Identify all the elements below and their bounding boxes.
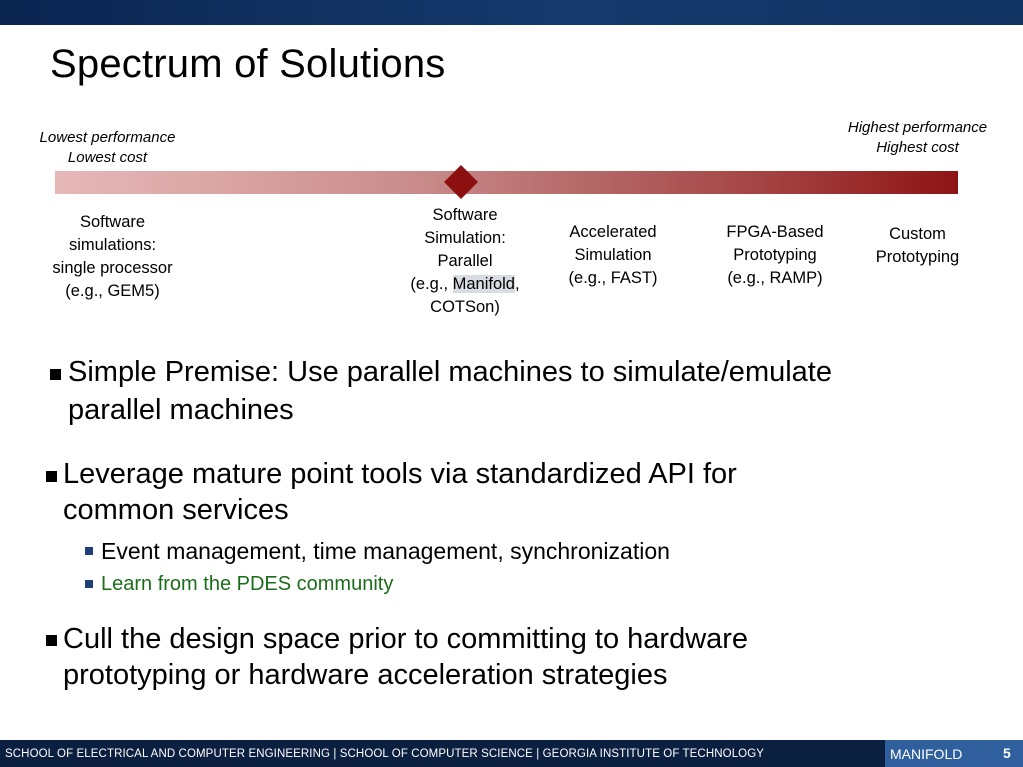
spectrum-item-line: single processor bbox=[52, 259, 173, 277]
spectrum-item-line: Software bbox=[432, 206, 498, 224]
spectrum-item-line: Accelerated bbox=[569, 223, 657, 241]
bullet-line: prototyping or hardware acceleration str… bbox=[63, 659, 668, 691]
slide-title: Spectrum of Solutions bbox=[50, 42, 446, 86]
spectrum-item-line: simulations: bbox=[68, 236, 157, 254]
spectrum-item-custom: Custom Prototyping bbox=[855, 223, 980, 269]
sub-bullet-event-management: Event management, time management, synch… bbox=[101, 538, 670, 564]
page-number: 5 bbox=[1003, 745, 1011, 761]
header-bar bbox=[0, 0, 1023, 25]
spectrum-item-software-single: Software simulations: single processor (… bbox=[30, 211, 195, 303]
bullet-line: parallel machines bbox=[68, 394, 294, 426]
spectrum-item-line: Custom bbox=[889, 225, 946, 243]
spectrum-item-line: Software bbox=[79, 213, 146, 231]
footer-project-name: MANIFOLD bbox=[890, 746, 963, 762]
spectrum-item-accelerated: Accelerated Simulation (e.g., FAST) bbox=[543, 221, 683, 290]
footer-accent-block bbox=[885, 740, 1023, 767]
bullet-simple-premise: Simple Premise: Use parallel machines to… bbox=[68, 353, 832, 429]
spectrum-item-software-parallel: Software Simulation: Parallel (e.g., Man… bbox=[385, 204, 545, 319]
bullet-square-icon bbox=[50, 369, 61, 380]
bullet-line: Simple Premise: Use parallel machines to… bbox=[68, 356, 832, 388]
bullet-line: common services bbox=[63, 494, 289, 526]
low-end-line1: Lowest performance bbox=[39, 129, 176, 146]
manifold-highlight: Manifold bbox=[452, 275, 515, 293]
spectrum-item-line: Prototyping bbox=[733, 246, 817, 264]
spectrum-item-fpga: FPGA-Based Prototyping (e.g., RAMP) bbox=[705, 221, 845, 290]
spectrum-item-line: Parallel bbox=[437, 252, 493, 270]
sub-bullet-pdes-community: Learn from the PDES community bbox=[101, 573, 394, 595]
bullet-line: Cull the design space prior to committin… bbox=[63, 623, 749, 655]
high-end-line2: Highest cost bbox=[876, 139, 959, 156]
spectrum-item-line: (e.g., RAMP) bbox=[727, 269, 823, 287]
spectrum-item-line: (e.g., FAST) bbox=[568, 269, 658, 287]
footer-bar bbox=[0, 740, 885, 767]
low-end-line2: Lowest cost bbox=[67, 149, 148, 166]
footer-institution-text: SCHOOL OF ELECTRICAL AND COMPUTER ENGINE… bbox=[5, 748, 765, 760]
spectrum-gradient-bar bbox=[55, 171, 958, 194]
spectrum-item-line: Simulation: bbox=[424, 229, 506, 247]
spectrum-item-line: Prototyping bbox=[875, 248, 960, 266]
spectrum-item-line: (e.g., Manifold, bbox=[385, 273, 545, 296]
spectrum-item-line: COTSon) bbox=[430, 298, 500, 316]
example-prefix: (e.g., bbox=[410, 275, 453, 293]
high-end-line1: Highest performance bbox=[847, 119, 988, 136]
example-suffix: , bbox=[514, 275, 520, 293]
sub-bullet-square-icon bbox=[85, 547, 93, 555]
bullet-square-icon bbox=[46, 635, 57, 646]
spectrum-item-line: (e.g., GEM5) bbox=[65, 282, 160, 300]
high-end-label: Highest performance Highest cost bbox=[830, 118, 1005, 158]
bullet-cull-design-space: Cull the design space prior to committin… bbox=[63, 621, 748, 693]
bullet-square-icon bbox=[46, 471, 57, 482]
bullet-leverage-tools: Leverage mature point tools via standard… bbox=[63, 456, 737, 528]
bullet-line: Leverage mature point tools via standard… bbox=[63, 458, 737, 490]
spectrum-item-line: FPGA-Based bbox=[726, 223, 824, 241]
sub-bullet-square-icon bbox=[85, 580, 93, 588]
spectrum-item-line: Simulation bbox=[574, 246, 652, 264]
low-end-label: Lowest performance Lowest cost bbox=[25, 128, 190, 168]
